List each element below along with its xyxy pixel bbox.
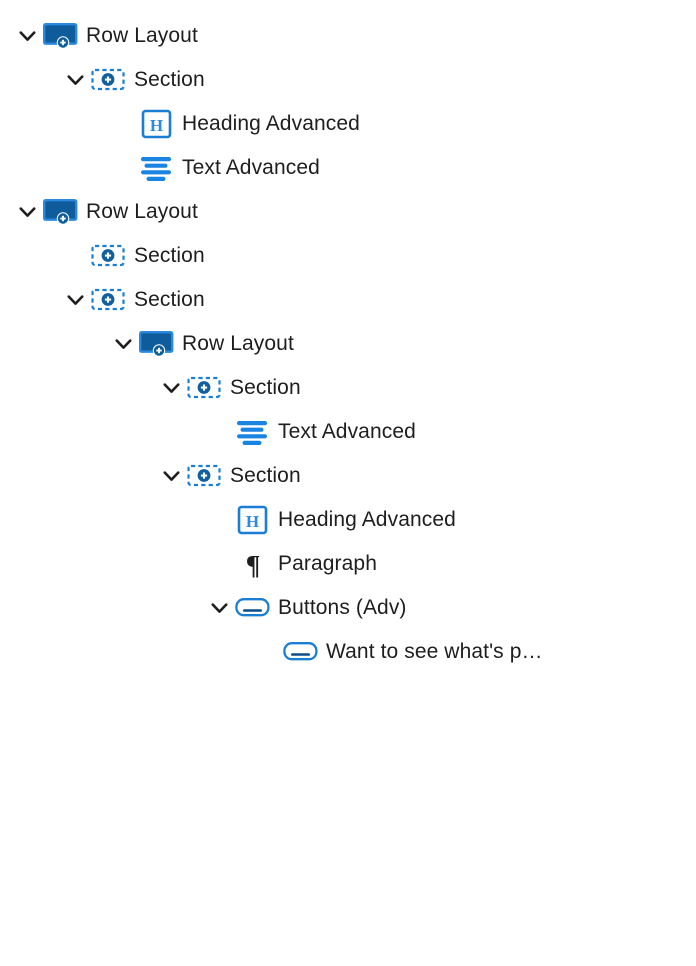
tree-item[interactable]: Row Layout	[0, 322, 696, 366]
section-icon	[186, 373, 224, 403]
chevron-placeholder	[206, 507, 232, 533]
heading-advanced-icon-svg: H	[237, 505, 268, 535]
chevron-down-icon[interactable]	[110, 331, 136, 357]
tree-item-label: Section	[134, 244, 205, 267]
chevron-down-icon[interactable]	[158, 463, 184, 489]
tree-item[interactable]: Section	[0, 454, 696, 498]
chevron-down-icon-svg	[163, 470, 179, 481]
row-layout-icon-svg	[43, 23, 78, 49]
tree-item[interactable]: Section	[0, 278, 696, 322]
section-icon	[90, 285, 128, 315]
tree-item-label: Text Advanced	[182, 156, 320, 179]
row-layout-icon	[42, 21, 80, 51]
tree-item-label: Buttons (Adv)	[278, 596, 407, 619]
chevron-down-icon-svg	[211, 602, 227, 613]
chevron-down-icon-svg	[163, 382, 179, 393]
row-layout-icon	[42, 197, 80, 227]
tree-item[interactable]: Text Advanced	[0, 410, 696, 454]
row-layout-icon-svg	[43, 199, 78, 225]
row-layout-icon-svg	[139, 331, 174, 357]
section-icon	[90, 241, 128, 271]
svg-text:¶: ¶	[246, 550, 261, 579]
tree-item-label: Section	[134, 288, 205, 311]
chevron-down-icon[interactable]	[158, 375, 184, 401]
chevron-down-icon-svg	[19, 206, 35, 217]
chevron-down-icon[interactable]	[62, 287, 88, 313]
section-icon	[90, 65, 128, 95]
chevron-down-icon[interactable]	[14, 199, 40, 225]
buttons-icon	[282, 637, 320, 667]
paragraph-icon: ¶	[234, 549, 272, 579]
section-icon-svg	[91, 68, 125, 91]
tree-item-label: Heading Advanced	[278, 508, 456, 531]
tree-item-label: Row Layout	[86, 24, 198, 47]
tree-item[interactable]: Want to see what's p…	[0, 630, 696, 674]
chevron-placeholder	[254, 639, 280, 665]
tree-item[interactable]: ¶ Paragraph	[0, 542, 696, 586]
chevron-down-icon-svg	[67, 294, 83, 305]
svg-text:H: H	[246, 512, 259, 531]
svg-text:H: H	[150, 116, 163, 135]
tree-item-label: Section	[230, 464, 301, 487]
section-icon-svg	[91, 244, 125, 267]
tree-item-label: Row Layout	[182, 332, 294, 355]
chevron-down-icon[interactable]	[206, 595, 232, 621]
tree-item[interactable]: Section	[0, 234, 696, 278]
section-icon-svg	[187, 376, 221, 399]
tree-item-label: Row Layout	[86, 200, 198, 223]
tree-item[interactable]: Text Advanced	[0, 146, 696, 190]
buttons-icon	[234, 593, 272, 623]
section-icon-svg	[91, 288, 125, 311]
chevron-placeholder	[206, 551, 232, 577]
chevron-placeholder	[110, 155, 136, 181]
chevron-down-icon[interactable]	[62, 67, 88, 93]
tree-item[interactable]: H Heading Advanced	[0, 498, 696, 542]
section-icon-svg	[187, 464, 221, 487]
text-advanced-icon-svg	[141, 157, 171, 181]
tree-item-label: Heading Advanced	[182, 112, 360, 135]
paragraph-icon-svg: ¶	[246, 550, 261, 579]
text-advanced-icon-svg	[237, 421, 267, 445]
buttons-icon-svg	[235, 598, 270, 617]
heading-advanced-icon: H	[138, 109, 176, 139]
chevron-placeholder	[206, 419, 232, 445]
chevron-placeholder	[110, 111, 136, 137]
section-icon	[186, 461, 224, 491]
tree-item-label: Section	[230, 376, 301, 399]
tree-item[interactable]: Buttons (Adv)	[0, 586, 696, 630]
tree-item-label: Text Advanced	[278, 420, 416, 443]
chevron-down-icon-svg	[67, 74, 83, 85]
heading-advanced-icon: H	[234, 505, 272, 535]
tree-item-label: Want to see what's p…	[326, 640, 543, 663]
chevron-down-icon[interactable]	[14, 23, 40, 49]
tree-item[interactable]: H Heading Advanced	[0, 102, 696, 146]
chevron-placeholder	[62, 243, 88, 269]
text-advanced-icon	[138, 153, 176, 183]
buttons-icon-svg	[283, 642, 318, 661]
row-layout-icon	[138, 329, 176, 359]
tree-item[interactable]: Section	[0, 366, 696, 410]
heading-advanced-icon-svg: H	[141, 109, 172, 139]
tree-item-label: Paragraph	[278, 552, 377, 575]
tree-item[interactable]: Row Layout	[0, 190, 696, 234]
tree-item-label: Section	[134, 68, 205, 91]
text-advanced-icon	[234, 417, 272, 447]
chevron-down-icon-svg	[115, 338, 131, 349]
chevron-down-icon-svg	[19, 30, 35, 41]
tree-item[interactable]: Row Layout	[0, 14, 696, 58]
tree-item[interactable]: Section	[0, 58, 696, 102]
